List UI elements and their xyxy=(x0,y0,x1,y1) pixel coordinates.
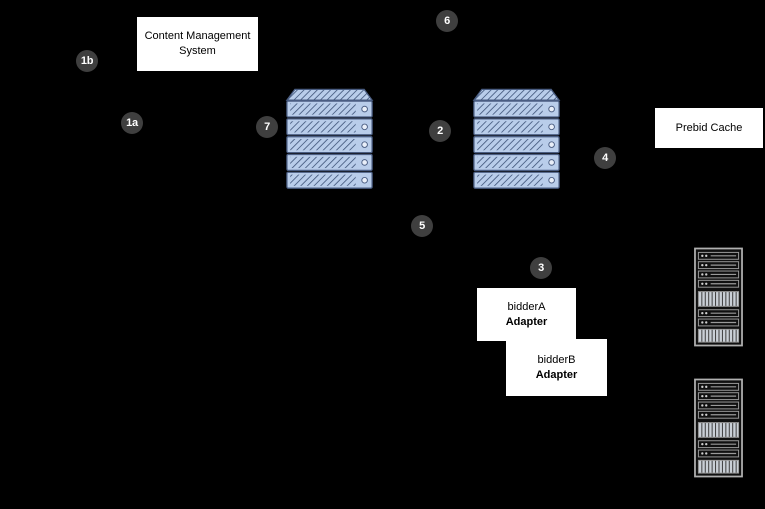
bidder-a-node: bidderA Adapter xyxy=(477,288,576,341)
cms-label: Content Management System xyxy=(144,30,251,57)
bidder-b-node: bidderB Adapter xyxy=(506,339,607,396)
rack-server-icon xyxy=(694,247,743,347)
step-badge-5: 5 xyxy=(411,215,433,237)
rack-server-icon xyxy=(694,378,743,478)
step-badge-4: 4 xyxy=(594,147,616,169)
bidder-a-role: Adapter xyxy=(505,315,548,328)
step-badge-6: 6 xyxy=(436,10,458,32)
bidder-b-role: Adapter xyxy=(535,368,578,381)
bidder-a-name: bidderA xyxy=(507,300,546,313)
cms-node: Content Management System xyxy=(137,17,258,71)
prebid-cache-node: Prebid Cache xyxy=(655,108,763,148)
prebid-cache-label: Prebid Cache xyxy=(675,121,743,134)
step-badge-1b: 1b xyxy=(76,50,98,72)
step-badge-1a: 1a xyxy=(121,112,143,134)
step-badge-3: 3 xyxy=(530,257,552,279)
step-badge-7: 7 xyxy=(256,116,278,138)
server-stack-icon xyxy=(283,88,376,191)
server-stack-icon xyxy=(470,88,563,191)
bidder-b-name: bidderB xyxy=(537,353,576,366)
step-badge-2: 2 xyxy=(429,120,451,142)
